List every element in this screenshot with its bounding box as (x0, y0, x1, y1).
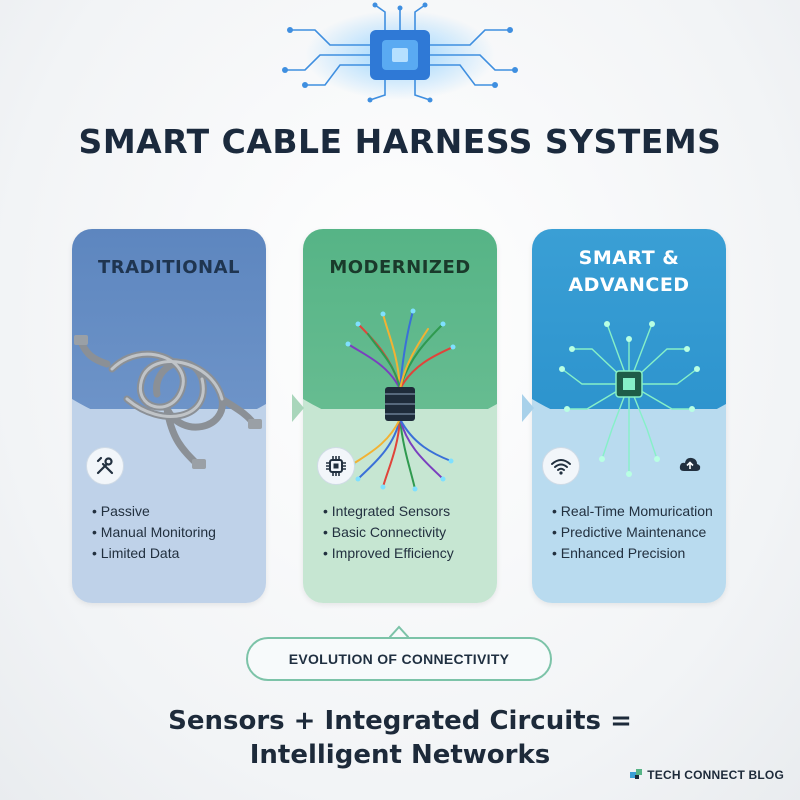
list-item: Predictive Maintenance (552, 522, 713, 543)
tagline-line-2: Intelligent Networks (249, 740, 551, 770)
list-item: Real-Time Momurication (552, 501, 713, 522)
page-title: SMART CABLE HARNESS SYSTEMS (78, 122, 722, 161)
list-item: Passive (92, 501, 216, 522)
tangled-cables-illustration (74, 335, 262, 469)
smart-advanced-card: SMART & ADVANCED Real-Time Momurication … (532, 229, 726, 603)
card-heading-smart-advanced: SMART & ADVANCED (532, 245, 726, 299)
chip-icon (317, 447, 355, 485)
bundled-cables-illustration (345, 308, 456, 492)
list-item: Manual Monitoring (92, 522, 216, 543)
brand-name: TECH CONNECT BLOG (647, 768, 784, 782)
pointer-icon (389, 625, 409, 639)
card-heading-traditional: TRADITIONAL (98, 257, 240, 278)
tools-icon (86, 447, 124, 485)
card-heading-modernized: MODERNIZED (329, 257, 471, 278)
evolution-banner: EVOLUTION OF CONNECTIVITY (246, 637, 552, 681)
circuit-chip-illustration (282, 2, 518, 103)
circuit-network-illustration (559, 321, 700, 477)
cloud-upload-icon (672, 447, 708, 483)
list-item: Limited Data (92, 543, 216, 564)
traditional-card: TRADITIONAL Passive Manual Monitoring Li… (72, 229, 266, 603)
modernized-card: MODERNIZED Integrate (303, 229, 497, 603)
tagline-line-1: Sensors + Integrated Circuits = (168, 706, 632, 736)
heading-line-2: ADVANCED (568, 274, 690, 296)
traditional-features: Passive Manual Monitoring Limited Data (92, 501, 216, 564)
smart-features: Real-Time Momurication Predictive Mainte… (552, 501, 713, 564)
tagline: Sensors + Integrated Circuits = Intellig… (0, 704, 800, 772)
heading-line-1: SMART & (578, 247, 680, 269)
wifi-icon (542, 447, 580, 485)
list-item: Improved Efficiency (323, 543, 454, 564)
list-item: Basic Connectivity (323, 522, 454, 543)
brand-icon (630, 769, 643, 779)
list-item: Enhanced Precision (552, 543, 713, 564)
arrow-icon (292, 394, 304, 422)
brand-logo: TECH CONNECT BLOG (630, 768, 784, 782)
modernized-features: Integrated Sensors Basic Connectivity Im… (323, 501, 454, 564)
arrow-icon (522, 394, 534, 422)
list-item: Integrated Sensors (323, 501, 454, 522)
